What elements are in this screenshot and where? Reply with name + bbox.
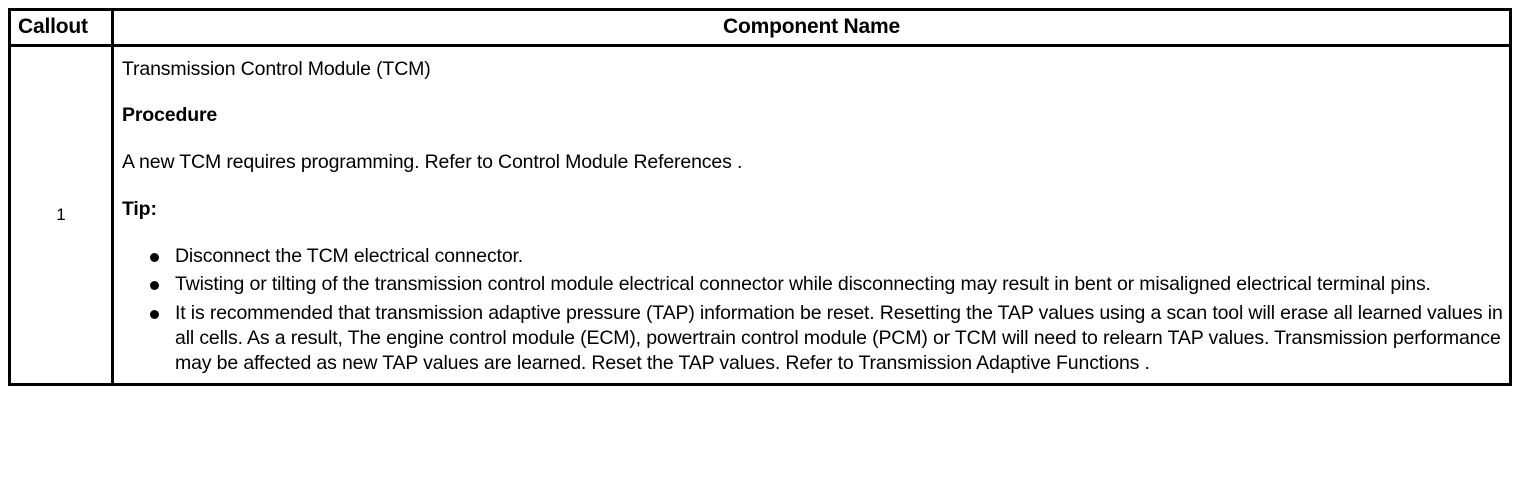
list-item-text: Twisting or tilting of the transmission …: [175, 273, 1431, 296]
tip-heading: Tip:: [122, 197, 157, 220]
procedure-heading: Procedure: [122, 104, 218, 127]
list-item-text: Disconnect the TCM electrical connector.: [175, 244, 524, 267]
column-header-component-name: Component Name: [111, 8, 1512, 47]
list-item: It is recommended that transmission adap…: [122, 301, 1503, 375]
table-row: 1 Transmission Control Module (TCM) Proc…: [8, 43, 1512, 387]
bullet-dot-icon: [150, 310, 159, 320]
list-item: Disconnect the TCM electrical connector.: [122, 244, 1503, 269]
table-body: 1 Transmission Control Module (TCM) Proc…: [8, 43, 1512, 387]
tip-bullet-list: Disconnect the TCM electrical connector.…: [122, 244, 1503, 376]
procedure-text: A new TCM requires programming. Refer to…: [122, 151, 743, 174]
bullet-dot-icon: [150, 252, 159, 262]
component-table: Callout Component Name 1 Transmission Co…: [8, 8, 1512, 387]
cell-component-details: Transmission Control Module (TCM) Proced…: [111, 43, 1512, 387]
list-item: Twisting or tilting of the transmission …: [122, 272, 1503, 297]
bullet-dot-icon: [150, 281, 159, 291]
column-header-callout: Callout: [8, 8, 114, 47]
component-title: Transmission Control Module (TCM): [122, 57, 431, 80]
list-item-text: It is recommended that transmission adap…: [175, 302, 1503, 374]
table-header-row: Callout Component Name: [8, 8, 1512, 47]
cell-callout-number: 1: [8, 43, 114, 387]
table-header: Callout Component Name: [8, 8, 1512, 47]
